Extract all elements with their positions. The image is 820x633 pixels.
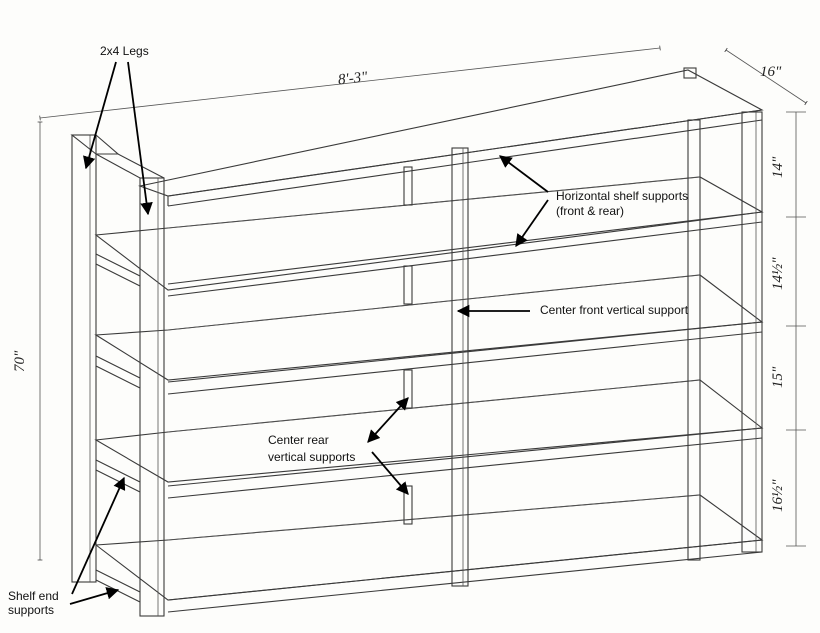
rear-rails (167, 176, 701, 541)
center-rear-supports (403, 166, 413, 525)
center-front-support (451, 147, 469, 587)
shelves (94, 176, 764, 613)
legs-label: 2x4 Legs (100, 44, 149, 58)
shelf-3 (94, 274, 764, 395)
front-left-leg (139, 177, 165, 617)
rear-leg-top (683, 67, 697, 79)
center-rear-label: Center rear (268, 433, 329, 447)
center-front-label: Center front vertical support (540, 303, 689, 317)
length-dimension: 8'-3" (337, 69, 369, 88)
top-shelf (137, 67, 764, 207)
shelf-gap-2: 14½" (770, 257, 786, 290)
shelf-2 (94, 176, 764, 297)
shelf-4 (94, 379, 764, 499)
height-dimension: 70" (12, 350, 28, 372)
callout-arrows (69, 61, 549, 605)
shelf-gap-3: 15" (770, 366, 786, 388)
shelf-gap-4: 16½" (770, 479, 786, 512)
shelf-end-label-2: supports (8, 603, 54, 617)
rear-left-leg (71, 134, 97, 583)
dimension-lines (37, 45, 808, 561)
shelf-bottom (94, 494, 764, 613)
shelf-end-label: Shelf end (8, 589, 59, 603)
horizontal-supports-label: Horizontal shelf supports (556, 189, 688, 203)
depth-dimension: 16" (760, 64, 782, 80)
front-right-leg (741, 111, 763, 553)
shelf-gap-1: 14" (770, 156, 786, 178)
rear-right-leg (687, 119, 701, 561)
center-rear-label-2: vertical supports (268, 450, 355, 464)
horizontal-supports-label-2: (front & rear) (556, 204, 624, 218)
legs (70, 111, 763, 617)
